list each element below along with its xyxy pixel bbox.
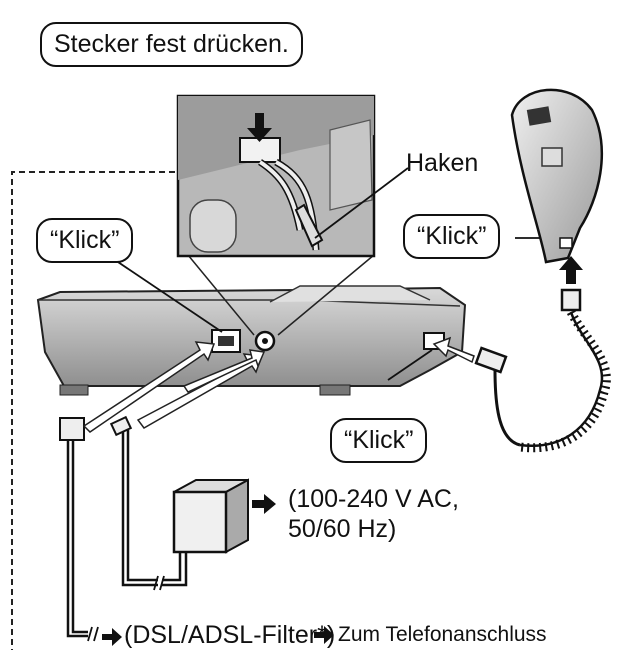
ac-adapter — [172, 478, 249, 554]
phone-jack-label: Zum Telefonanschluss — [338, 623, 547, 646]
arrow-right-icon — [102, 628, 122, 646]
zoom-inset — [176, 94, 376, 336]
callout-press-plug: Stecker fest drücken. — [40, 22, 303, 67]
arrow-right-icon — [314, 626, 334, 644]
dc-plug — [109, 415, 133, 437]
line-plug — [59, 417, 85, 441]
insert-arrow-icon — [432, 336, 475, 364]
handset — [510, 88, 604, 264]
callout-click-left: “Klick” — [36, 218, 134, 263]
insert-arrow-icon — [82, 341, 216, 433]
arrow-up-icon — [559, 256, 583, 284]
coiled-cord — [474, 288, 611, 453]
callout-click-bottom: “Klick” — [330, 418, 428, 463]
dashed-boundary-line — [11, 171, 175, 650]
insert-arrow-icon — [182, 349, 266, 393]
power-spec-line1: (100-240 V AC, — [288, 485, 459, 513]
hook-label: Haken — [406, 149, 479, 177]
power-spec-line2: 50/60 Hz) — [288, 515, 397, 543]
dsl-filter-label: (DSL/ADSL-Filter*) — [124, 621, 336, 649]
phone-base-unit — [36, 285, 467, 396]
arrow-right-icon — [252, 494, 276, 514]
arrow-down-icon — [247, 113, 272, 142]
callout-click-right: “Klick” — [403, 214, 501, 259]
